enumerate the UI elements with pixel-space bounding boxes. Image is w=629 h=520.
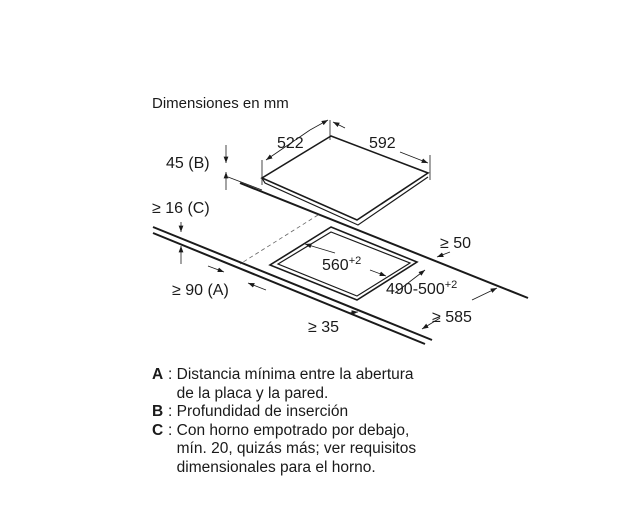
legend-text: Profundidad de inserción [176,403,349,420]
hob-top [260,135,430,221]
dim-bottom-gap: ≥ 16 (C) [152,200,210,217]
legend-text: de la placa y la pared. [176,384,329,402]
legend-key: C [152,421,164,439]
legend-separator: : [168,403,177,420]
counter-back-edge [239,182,529,299]
cutout-depth-tolerance: +2 [445,279,458,291]
legend-item-b: B: Profundidad de inserción [152,403,416,422]
dim-back-gap: ≥ 50 [440,235,471,252]
dimension-arrow [436,251,451,258]
dim-cutout-depth: 490-500+2 [386,279,457,298]
dimension-arrow [207,265,225,273]
dimension-arrow [369,269,387,277]
legend-text-block: Con horno empotrado por debajo,mín. 20, … [177,422,417,478]
dim-width: 522 [277,135,304,152]
dim-counter-depth: ≥ 585 [432,309,472,326]
hob-projection-dashed-line [239,214,319,265]
insertion-guide-line [227,176,263,191]
counter-front-edge-lower [152,232,426,345]
diagram-title: Dimensiones en mm [152,95,289,112]
cutout-inner [276,231,412,297]
dim-depth: 592 [369,135,396,152]
legend-text: Con horno empotrado por debajo, [176,421,410,439]
legend-text: Distancia mínima entre la abertura [176,366,414,383]
cutout-outer [268,226,419,301]
counter-front-edge [152,226,433,341]
dimension-arrow [309,119,329,131]
hob-edge [261,176,429,226]
legend-key: B [152,403,164,420]
dim-wall-gap: ≥ 90 (A) [172,282,229,299]
dimension-arrow [421,317,441,330]
dim-cutout-width: 560+2 [322,255,361,274]
dimension-arrow [265,129,311,161]
legend-separator: : [168,421,177,439]
dimension-arrow [304,243,336,254]
dim-insertion: 45 (B) [166,155,210,172]
dimension-arrow [471,287,498,301]
dimension-arrow [399,151,429,164]
dim-front-gap: ≥ 35 [308,319,339,336]
cutout-width-tolerance: +2 [349,255,362,267]
dimension-arrow [332,121,346,129]
legend-text: mín. 20, quizás más; ver requisitos [176,440,417,457]
dimension-arrow [394,269,426,294]
legend-item-c: C: Con horno empotrado por debajo,mín. 2… [152,422,416,478]
legend-separator: : [168,366,177,383]
legend-text: dimensionales para el horno. [176,458,376,476]
dimension-arrow [347,310,359,316]
cutout-depth-value: 490-500 [386,281,445,298]
dimension-arrow [247,282,267,291]
cutout-width-value: 560 [322,257,349,274]
legend-key: A [152,366,164,383]
